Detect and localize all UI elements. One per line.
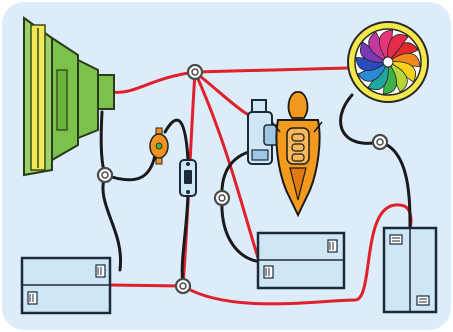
led: [149, 127, 169, 165]
node-center: [213, 189, 231, 207]
node-right: [371, 133, 389, 151]
solar-panel: [23, 16, 115, 177]
wire-top-node-to-middle-battery: [193, 70, 264, 272]
wire-left-node-to-led: [103, 153, 157, 182]
battery-left: [20, 256, 112, 315]
wire-fan-to-right-node: [339, 93, 382, 145]
wire-left-battery-to-node: [108, 283, 185, 288]
junction-nodes: [96, 63, 389, 295]
motor: [247, 99, 279, 165]
wire-solar-to-top-node: [110, 70, 197, 94]
node-bottom: [174, 277, 192, 295]
wire-bottom-to-right-battery: [181, 203, 413, 306]
wire-top-node-to-fan: [193, 66, 350, 74]
spiral-fan: [347, 21, 429, 103]
battery-right: [382, 226, 438, 314]
node-left: [96, 166, 114, 184]
propeller: [271, 91, 323, 218]
wire-left-node-to-battery: [101, 173, 123, 272]
wire-node-to-middle-battery: [220, 196, 264, 264]
wire-right-node-to-battery: [378, 140, 412, 230]
wire-led-to-switch: [163, 118, 190, 162]
node-top: [186, 63, 204, 81]
battery-middle: [256, 231, 346, 290]
switch: [179, 159, 197, 197]
